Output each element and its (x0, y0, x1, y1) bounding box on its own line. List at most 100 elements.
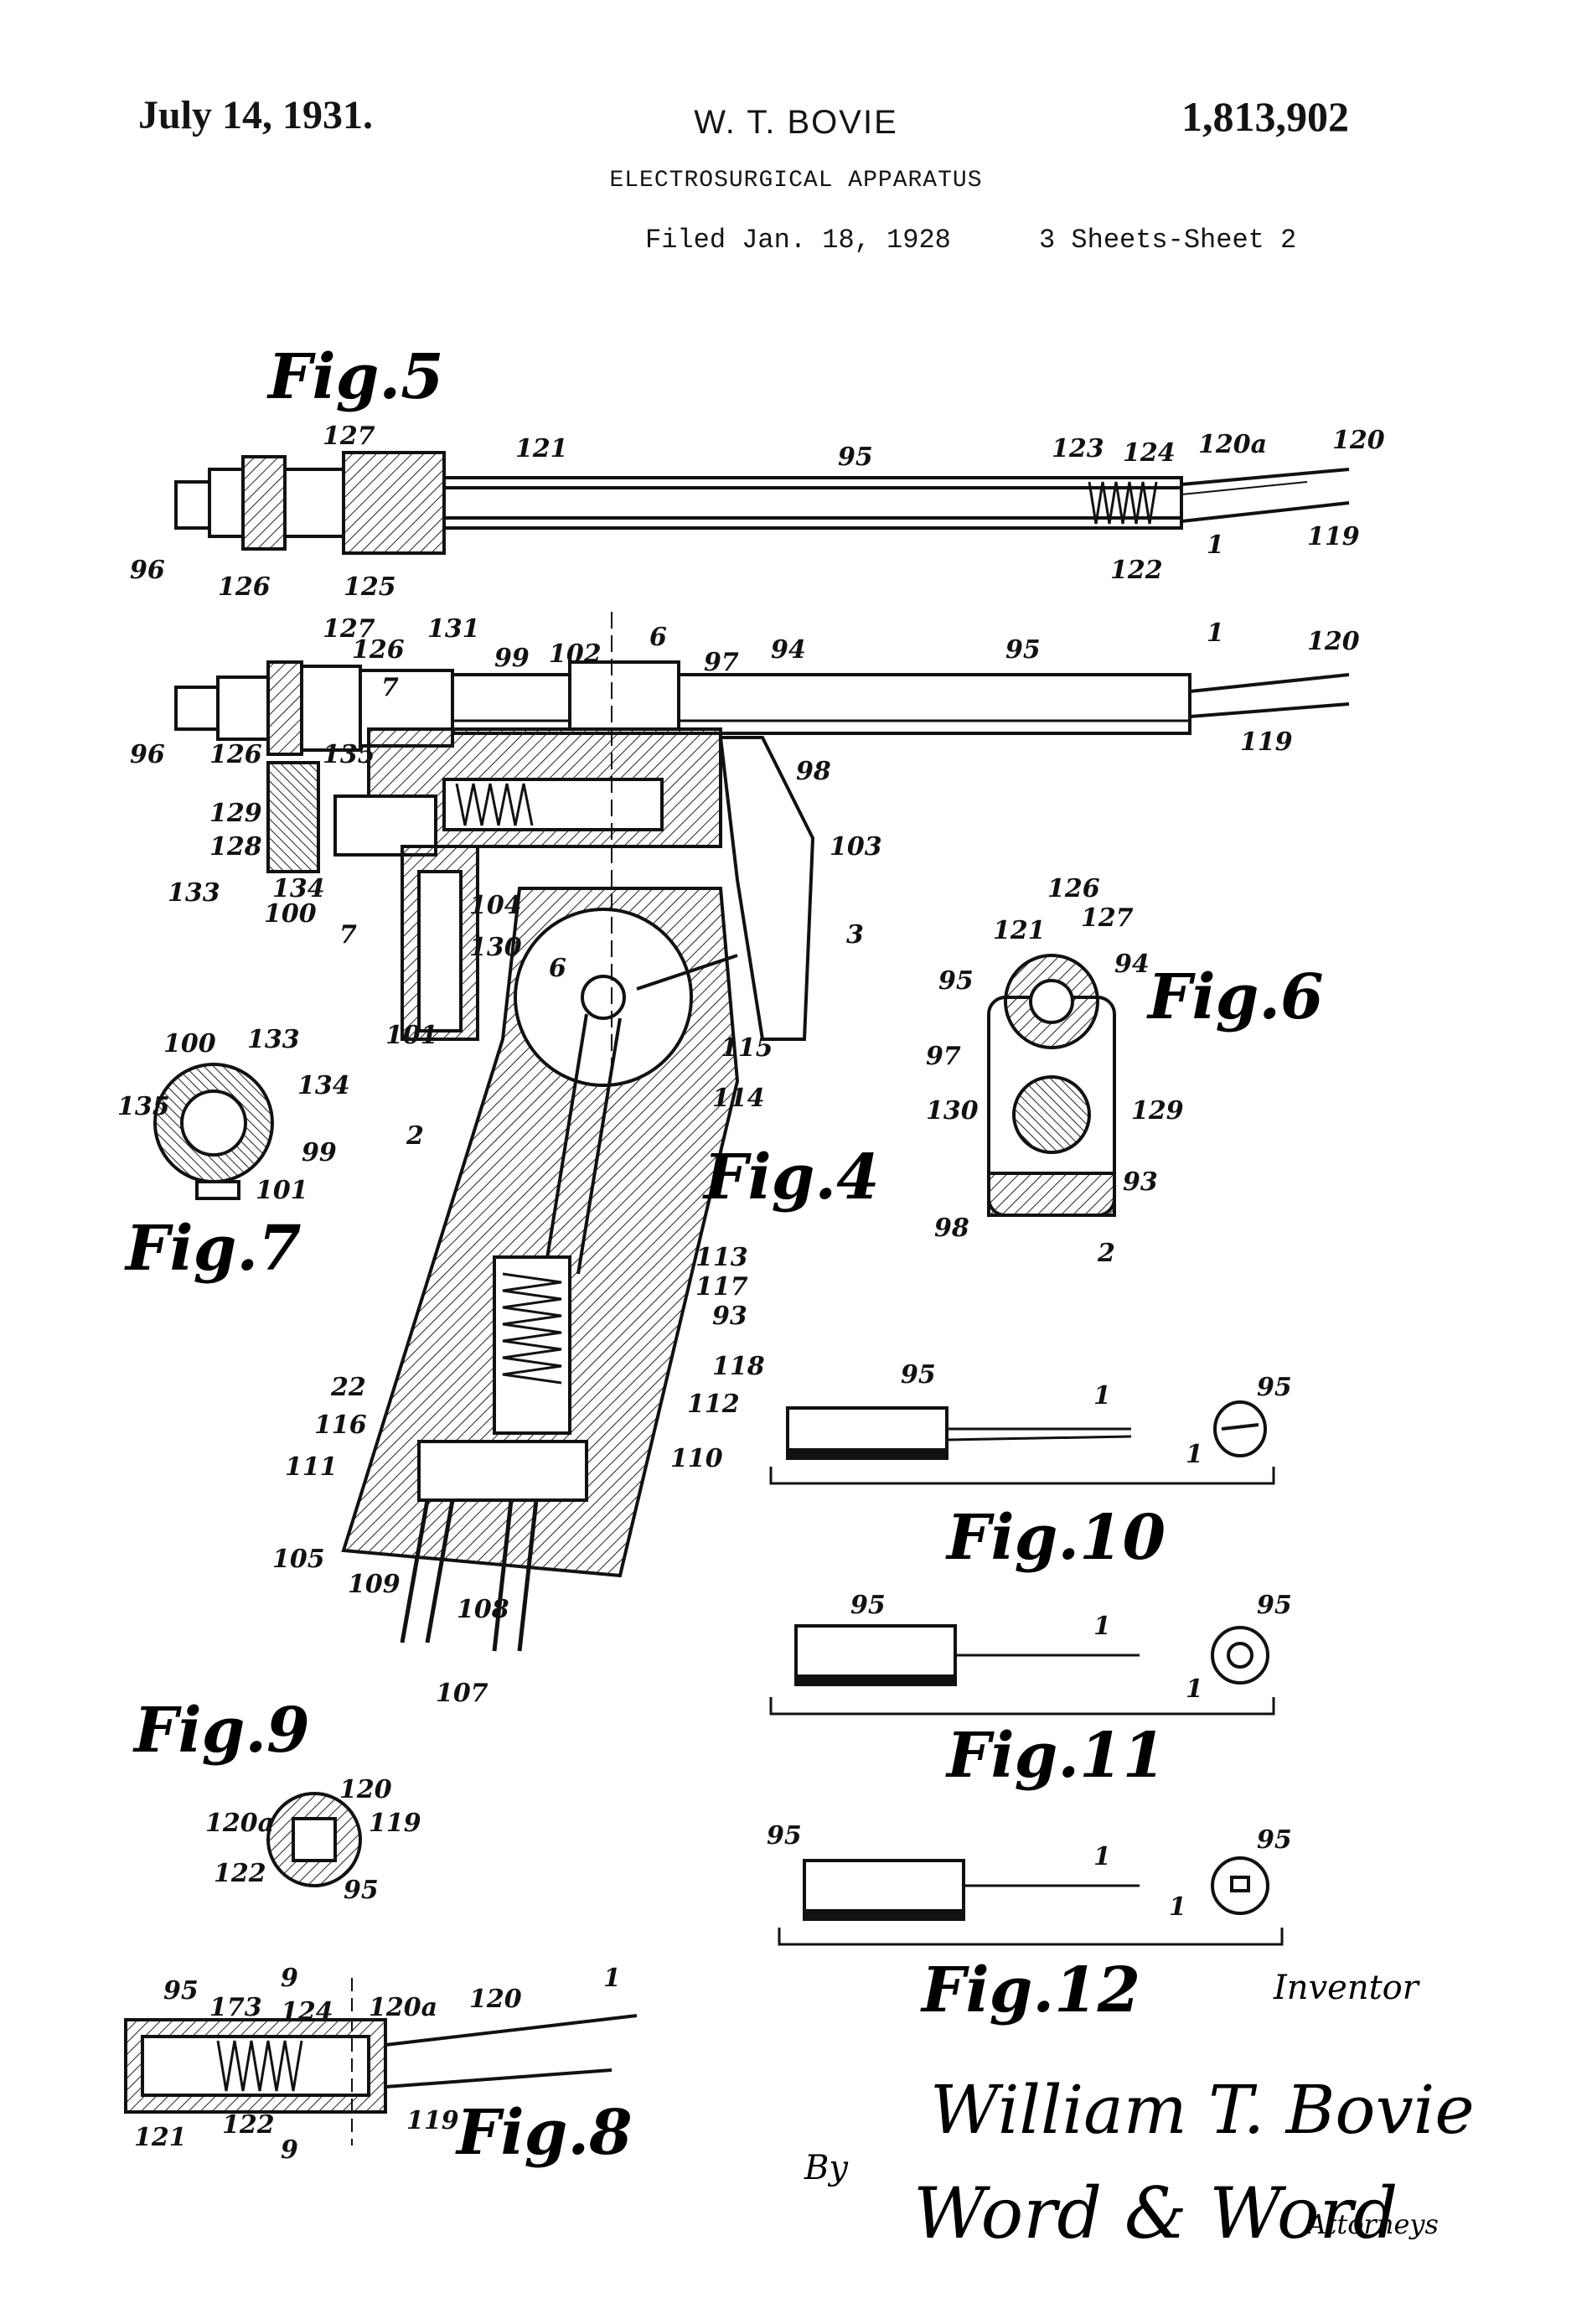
ref-numeral: 95 (163, 1976, 199, 2006)
fig8-label: Fig.8 (455, 2097, 633, 2169)
fig10-label: Fig.10 (945, 1502, 1166, 1574)
ref-numeral: 119 (1307, 522, 1360, 551)
ref-numeral: 128 (209, 832, 262, 862)
ref-numeral: 133 (168, 878, 220, 908)
ref-numeral: 94 (771, 635, 806, 665)
ref-numeral: 133 (247, 1025, 300, 1054)
ref-numeral: 126 (352, 635, 405, 665)
ref-numeral: 1 (1093, 1612, 1111, 1641)
ref-numeral: 9 (281, 2135, 298, 2165)
ref-numeral: 131 (427, 614, 480, 644)
fig11-label: Fig.11 (945, 1720, 1166, 1792)
ref-numeral: 119 (369, 1809, 421, 1838)
ref-numeral: 1 (603, 1964, 621, 1993)
attorneys-label: Attorneys (1305, 2208, 1439, 2240)
fig5-drawing (174, 451, 1350, 555)
ref-numeral: 113 (695, 1243, 748, 1272)
ref-numeral: 124 (281, 1997, 333, 2026)
ref-numeral: 7 (339, 920, 357, 950)
ref-numeral: 124 (1123, 438, 1176, 468)
patent-number: 1,813,902 (1181, 93, 1349, 140)
ref-numeral: 119 (1240, 727, 1293, 757)
inventor-signature: William T. Bovie (930, 2071, 1475, 2149)
ref-numeral: 121 (993, 916, 1046, 945)
ref-numeral: 95 (901, 1360, 936, 1390)
ref-numeral: 9 (281, 1964, 298, 1993)
ref-numeral: 125 (344, 572, 396, 602)
ref-numeral: 119 (406, 2106, 459, 2135)
ref-numeral: 120 (1307, 627, 1360, 656)
ref-numeral: 96 (130, 556, 165, 585)
ref-numeral: 95 (344, 1876, 379, 1905)
fig10-drawing (769, 1400, 1275, 1485)
ref-numeral: 122 (222, 2110, 275, 2140)
ref-numeral: 1 (1207, 619, 1224, 648)
fig4-drawing (174, 612, 1350, 1652)
ref-numeral: 173 (209, 1993, 262, 2022)
fig4-label: Fig.4 (702, 1141, 880, 1214)
ref-numeral: 120 (1332, 426, 1385, 455)
ref-numeral: 95 (1257, 1825, 1292, 1855)
ref-numeral: 107 (436, 1679, 488, 1708)
ref-numeral: 127 (323, 422, 375, 451)
ref-numeral: 110 (670, 1444, 723, 1473)
ref-numeral: 130 (926, 1096, 979, 1126)
fig8-drawing (124, 1978, 638, 2145)
ref-numeral: 98 (934, 1214, 969, 1243)
ref-numeral: 6 (649, 623, 667, 652)
ref-numeral: 112 (687, 1390, 740, 1419)
ref-numeral: 7 (381, 673, 399, 702)
ref-numeral: 121 (134, 2123, 187, 2152)
inventor-label: Inventor (1273, 1969, 1421, 2007)
ref-numeral: 130 (469, 933, 522, 962)
ref-numeral: 122 (214, 1859, 266, 1888)
ref-numeral: 129 (1131, 1096, 1184, 1126)
ref-numeral: 99 (494, 644, 530, 673)
filing-date: Filed Jan. 18, 1928 (645, 225, 951, 256)
ref-numeral: 111 (285, 1452, 338, 1482)
fig6-label: Fig.6 (1146, 961, 1324, 1033)
ref-numeral: 127 (323, 614, 375, 644)
ref-numeral: 120a (1198, 430, 1267, 459)
ref-numeral: 99 (302, 1138, 337, 1167)
ref-numeral: 95 (767, 1821, 802, 1850)
ref-numeral: 115 (721, 1033, 773, 1063)
ref-numeral: 127 (1081, 903, 1134, 933)
ref-numeral: 95 (838, 443, 873, 472)
ref-numeral: 105 (272, 1545, 325, 1574)
fig12-drawing (778, 1856, 1284, 1946)
attorney-signature: Word & Word (913, 2172, 1398, 2254)
fig7-label: Fig.7 (124, 1213, 302, 1285)
ref-numeral: 116 (314, 1410, 367, 1440)
ref-numeral: 117 (695, 1272, 748, 1302)
by-label: By (804, 2149, 849, 2187)
ref-numeral: 22 (330, 1373, 366, 1402)
ref-numeral: 1 (1169, 1892, 1186, 1922)
ref-numeral: 122 (1110, 556, 1163, 585)
ref-numeral: 97 (704, 648, 739, 677)
ref-numeral: 100 (163, 1029, 216, 1058)
ref-numeral: 6 (549, 954, 566, 983)
sheet-count: 3 Sheets-Sheet 2 (1039, 225, 1297, 256)
ref-numeral: 129 (209, 799, 262, 828)
fig6-drawing (987, 954, 1116, 1217)
ref-numeral: 1 (1186, 1674, 1203, 1704)
ref-numeral: 102 (549, 639, 602, 669)
fig12-label: Fig.12 (920, 1954, 1140, 2026)
ref-numeral: 2 (406, 1121, 424, 1151)
ref-numeral: 126 (218, 572, 271, 602)
ref-numeral: 94 (1114, 950, 1150, 979)
fig7-drawing (153, 1063, 274, 1200)
fig9-drawing (266, 1792, 362, 1887)
ref-numeral: 97 (926, 1042, 961, 1071)
ref-numeral: 120a (205, 1809, 274, 1838)
ref-numeral: 1 (1093, 1842, 1111, 1871)
ref-numeral: 121 (515, 434, 568, 463)
reference-numerals: 127 121 95 123 124 120a 120 96 126 125 1… (117, 422, 1385, 2165)
fig9-label: Fig.9 (132, 1695, 310, 1767)
ref-numeral: 93 (1123, 1167, 1158, 1197)
ref-numeral: 95 (1257, 1373, 1292, 1402)
patent-date: July 14, 1931. (138, 93, 374, 137)
ref-numeral: 104 (469, 891, 522, 920)
